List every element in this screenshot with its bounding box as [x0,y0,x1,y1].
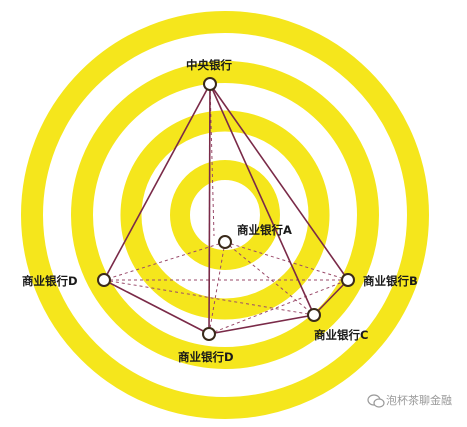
label-bank-d-bottom: 商业银行D [178,350,234,364]
ring-outer [21,11,429,419]
edge-a-to-c [224,241,315,316]
wechat-icon [367,394,385,408]
ring-3 [120,110,330,320]
edge-central-to-b [209,83,349,281]
concentric-rings [21,11,429,419]
watermark: 泡杯茶聊金融 [367,393,452,408]
bank-nodes [97,77,355,341]
edge-c-to-b [313,279,349,316]
watermark-text: 泡杯茶聊金融 [386,393,452,407]
edge-central-to-d-bottom [208,83,211,335]
node-labels: 中央银行 商业银行A 商业银行D 商业银行B 商业银行C 商业银行D [22,58,418,364]
edge-central-to-c [209,83,315,316]
node-bank-d-bottom [202,327,216,341]
node-central-bank [203,77,217,91]
label-bank-a: 商业银行A [237,223,292,237]
edge-central-to-d-left [103,83,211,281]
label-bank-c: 商业银行C [314,328,368,342]
label-bank-d-left: 商业银行D [22,274,78,288]
node-bank-d-left [97,273,111,287]
edge-d-bottom-to-c [208,314,315,335]
label-bank-b: 商业银行B [363,274,418,288]
edge-d-bottom-to-b [208,279,349,335]
node-bank-c [307,308,321,322]
node-bank-a [218,235,232,249]
solid-links [103,83,349,335]
ring-2 [71,61,379,369]
label-central-bank: 中央银行 [186,58,232,72]
edge-d-left-to-d-bottom [103,279,210,335]
node-bank-b [341,273,355,287]
ring-inner [170,160,280,270]
